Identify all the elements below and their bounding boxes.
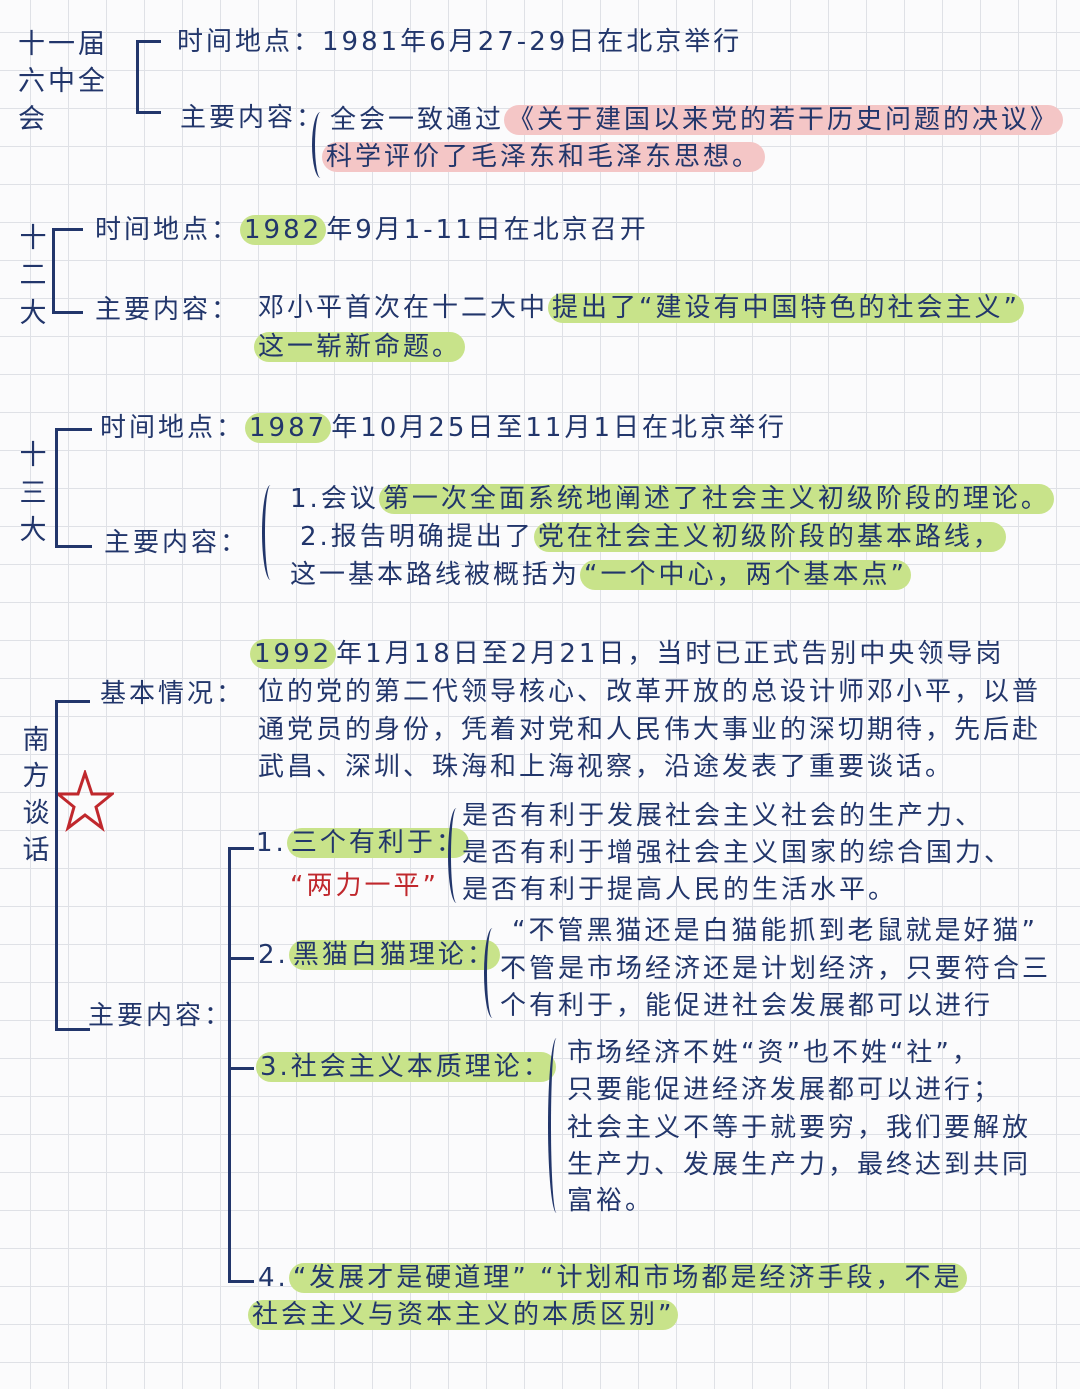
content-line: 这一崭新命题。 (254, 330, 466, 364)
item-line: “不管黑猫还是白猫能抓到老鼠就是好猫” (512, 916, 1038, 946)
section-title: 三 (19, 478, 47, 509)
item-line: 个有利于，能促进社会发展都可以进行 (500, 991, 994, 1021)
content-line: 2.报告明确提出了党在社会主义初级阶段的基本路线， (300, 520, 1006, 554)
highlight: 党在社会主义初级阶段的基本路线， (533, 522, 1006, 552)
text: 全会一致通过 (330, 105, 505, 135)
paren (262, 485, 279, 580)
section-title: 会 (18, 104, 48, 135)
paren (448, 808, 465, 903)
num: 1. (256, 828, 287, 858)
inner-bracket (228, 848, 231, 1282)
content-line: 科学评价了毛泽东和毛泽东思想。 (322, 140, 766, 174)
text: 2.报告明确提出了 (300, 522, 534, 552)
highlight: 社会主义与资本主义的本质区别” (248, 1300, 679, 1330)
time-place-line: 时间地点：1981年6月27-29日在北京举行 (177, 25, 742, 59)
bracket-tick (228, 847, 254, 850)
item-4-line: 社会主义与资本主义的本质区别” (248, 1298, 679, 1332)
paren (484, 928, 501, 1018)
highlight: 科学评价了毛泽东和毛泽东思想。 (322, 142, 766, 172)
content-label: 主要内容： (104, 528, 250, 558)
bracket (55, 428, 92, 548)
section-title: 十一届 (18, 29, 108, 60)
section-title: 谈 (22, 798, 50, 829)
bracket-tick (228, 957, 254, 960)
text: 这一基本路线被概括为 (290, 560, 581, 590)
star-icon (56, 770, 114, 832)
item-line: 是否有利于增强社会主义国家的综合国力、 (462, 838, 1014, 868)
item-line: 富裕。 (567, 1186, 655, 1216)
label: 时间地点： (177, 27, 323, 57)
basic-label: 基本情况： (100, 679, 246, 709)
item-line: 只要能促进经济发展都可以进行； (567, 1075, 1003, 1105)
section-title: 南 (22, 725, 50, 756)
section-title: 二 (19, 260, 47, 291)
highlight: 提出了“建设有中国特色的社会主义” (548, 293, 1024, 323)
section-title: 大 (19, 515, 47, 546)
item-line: 不管是市场经济还是计划经济，只要符合三 (500, 954, 1052, 984)
content-line: 1.会议第一次全面系统地阐述了社会主义初级阶段的理论。 (290, 482, 1054, 516)
section-title: 十 (19, 223, 47, 254)
highlight: 《关于建国以来党的若干历史问题的决议》 (504, 105, 1064, 135)
item-line: 是否有利于提高人民的生活水平。 (462, 875, 898, 905)
item-line: 是否有利于发展社会主义社会的生产力、 (462, 801, 985, 831)
highlight: 第一次全面系统地阐述了社会主义初级阶段的理论。 (378, 484, 1054, 514)
num: 4. (258, 1263, 289, 1293)
highlight: 这一崭新命题。 (254, 332, 466, 362)
paragraph-line: 武昌、深圳、珠海和上海视察，沿途发表了重要谈话。 (258, 752, 955, 782)
value: 1981年6月27-29日在北京举行 (322, 27, 743, 57)
section-title: 方 (22, 761, 50, 792)
content-label: 主要内容： (180, 103, 326, 133)
text: 1.会议 (290, 484, 379, 514)
paragraph-line: 位的党的第二代领导核心、改革开放的总设计师邓小平，以普 (258, 677, 1042, 707)
content-line: 全会一致通过《关于建国以来党的若干历史问题的决议》 (330, 103, 1064, 137)
num: 2. (258, 940, 289, 970)
text: 邓小平首次在十二大中 (258, 293, 549, 323)
bracket-tick (228, 1067, 254, 1070)
item-1-title: 1.三个有利于： (256, 826, 469, 860)
paragraph-line: 通党员的身份，凭着对党和人民伟大事业的深切期待，先后赴 (258, 715, 1042, 745)
section-title: 十 (19, 440, 47, 471)
bracket (136, 40, 161, 114)
content-line: 这一基本路线被概括为“一个中心，两个基本点” (290, 558, 911, 592)
bracket (52, 228, 83, 314)
content-label: 主要内容： (95, 295, 241, 325)
highlight: “一个中心，两个基本点” (580, 560, 911, 590)
highlight: 1992 (250, 639, 337, 669)
item-line: 社会主义不等于就要穷，我们要解放 (567, 1113, 1032, 1143)
highlight: 黑猫白猫理论： (288, 940, 500, 970)
section-title: 大 (19, 298, 47, 329)
highlight: 三个有利于： (286, 828, 469, 858)
value: 年9月1-11日在北京召开 (326, 215, 649, 245)
item-4-line: 4.“发展才是硬道理” “计划和市场都是经济手段，不是 (258, 1261, 967, 1295)
bracket (55, 700, 90, 1031)
item-3-title: 3.社会主义本质理论： (256, 1050, 556, 1084)
item-2-title: 2.黑猫白猫理论： (258, 938, 500, 972)
content-line: 邓小平首次在十二大中提出了“建设有中国特色的社会主义” (258, 291, 1024, 325)
text: 年1月18日至2月21日，当时已正式告别中央领导岗 (336, 639, 1005, 669)
highlight: 1987 (245, 413, 332, 443)
highlight: 3.社会主义本质理论： (256, 1052, 556, 1082)
highlight: 1982 (240, 215, 327, 245)
section-title: 话 (22, 835, 50, 866)
item-1-note: “两力一平” (290, 871, 439, 901)
paren (312, 112, 329, 178)
item-line: 市场经济不姓“资”也不姓“社”， (567, 1038, 981, 1068)
label: 时间地点： (95, 215, 241, 245)
section-title: 六中全 (18, 66, 108, 97)
paren (548, 1038, 565, 1213)
bracket-tick (228, 1280, 254, 1283)
content-label: 主要内容： (88, 1001, 234, 1031)
label: 时间地点： (100, 413, 246, 443)
highlight: “发展才是硬道理” “计划和市场都是经济手段，不是 (288, 1263, 967, 1293)
value: 年10月25日至11月1日在北京举行 (331, 413, 787, 443)
item-line: 生产力、发展生产力，最终达到共同 (567, 1150, 1032, 1180)
